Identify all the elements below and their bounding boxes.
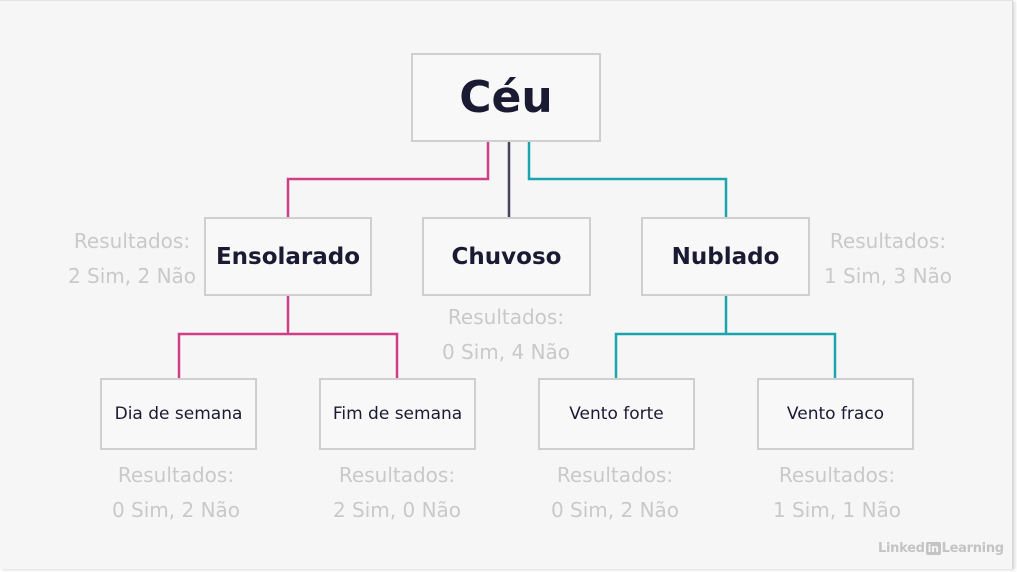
result-fim-de-semana-title: Resultados: — [338, 463, 456, 487]
logo-learning-text: Learning — [941, 541, 1004, 556]
result-chuvoso-title: Resultados: — [447, 305, 565, 329]
edge-cloudy-children — [614, 332, 837, 378]
result-nublado-counts: 1 Sim, 3 Não — [823, 264, 953, 288]
node-vento-forte: Vento forte — [538, 378, 695, 450]
root-node: Céu — [411, 53, 601, 142]
result-vento-forte-counts: 0 Sim, 2 Não — [550, 498, 680, 522]
result-vento-forte: Resultados: 0 Sim, 2 Não — [540, 458, 690, 528]
result-chuvoso-counts: 0 Sim, 4 Não — [441, 340, 571, 364]
node-ensolarado: Ensolarado — [204, 217, 372, 296]
result-fim-de-semana: Resultados: 2 Sim, 0 Não — [322, 458, 472, 528]
result-ensolarado-title: Resultados: — [73, 229, 191, 253]
logo-linked-text: Linked — [878, 541, 925, 556]
node-chuvoso: Chuvoso — [422, 217, 591, 296]
result-ensolarado-counts: 2 Sim, 2 Não — [67, 264, 197, 288]
result-nublado: Resultados: 1 Sim, 3 Não — [813, 224, 963, 294]
node-ensolarado-label: Ensolarado — [215, 243, 361, 270]
result-vento-fraco: Resultados: 1 Sim, 1 Não — [762, 458, 912, 528]
node-nublado: Nublado — [641, 217, 810, 296]
result-fim-de-semana-counts: 2 Sim, 0 Não — [332, 498, 462, 522]
node-vento-forte-label: Vento forte — [569, 404, 664, 424]
result-vento-forte-title: Resultados: — [556, 463, 674, 487]
node-fim-de-semana-label: Fim de semana — [332, 404, 463, 424]
logo-in-text: in — [925, 542, 941, 555]
result-dia-de-semana-title: Resultados: — [117, 463, 235, 487]
node-vento-fraco: Vento fraco — [757, 378, 914, 450]
result-chuvoso: Resultados: 0 Sim, 4 Não — [431, 300, 581, 370]
node-chuvoso-label: Chuvoso — [451, 243, 562, 270]
edge-root-cloudy — [527, 142, 728, 217]
node-dia-de-semana: Dia de semana — [100, 378, 257, 450]
result-dia-de-semana-counts: 0 Sim, 2 Não — [111, 498, 241, 522]
node-vento-fraco-label: Vento fraco — [786, 404, 885, 424]
edge-sunny-children — [177, 332, 399, 378]
node-dia-de-semana-label: Dia de semana — [114, 404, 243, 424]
node-nublado-label: Nublado — [671, 243, 780, 270]
edge-root-sunny — [286, 142, 490, 217]
result-nublado-title: Resultados: — [829, 229, 947, 253]
root-label: Céu — [459, 72, 553, 123]
result-ensolarado: Resultados: 2 Sim, 2 Não — [57, 224, 207, 294]
result-vento-fraco-counts: 1 Sim, 1 Não — [772, 498, 902, 522]
result-dia-de-semana: Resultados: 0 Sim, 2 Não — [101, 458, 251, 528]
result-vento-fraco-title: Resultados: — [778, 463, 896, 487]
node-fim-de-semana: Fim de semana — [319, 378, 476, 450]
